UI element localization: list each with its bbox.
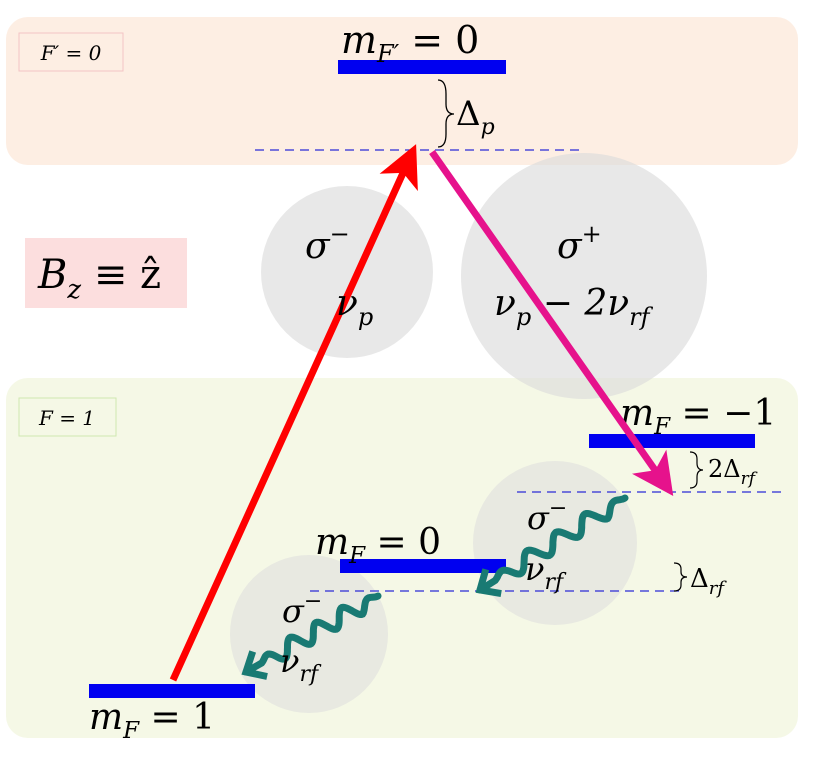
svg-text:νp: νp (336, 283, 373, 331)
probe-down-arrow (429, 149, 674, 497)
ground-m1-level (89, 684, 255, 698)
probe-up-circle (261, 186, 433, 358)
rf-double-detuning: 2Δrf (689, 451, 758, 489)
excited-manifold-label: F′ = 0 (18, 32, 124, 72)
svg-text:νrf: νrf (280, 642, 322, 687)
svg-text:Δp: Δp (456, 94, 495, 140)
probe-detuning: Δp (437, 79, 495, 148)
ground-m0-level (340, 559, 506, 573)
probe-up-label: σ− νp (305, 220, 373, 331)
svg-text:2Δrf: 2Δrf (708, 455, 758, 489)
ground-m-minus1-label: mF = −1 (620, 393, 776, 440)
field-label: Bz ≡ ẑ (25, 238, 187, 308)
probe-down-circle (461, 153, 707, 399)
ground-m1-label: mF = 1 (89, 697, 215, 744)
excited-m0-label: mF′ = 0 (341, 18, 479, 68)
rf-upper-arrow (475, 494, 629, 598)
excited-m0-level (338, 60, 506, 74)
svg-text:σ−: σ− (527, 496, 567, 537)
svg-text:Bz ≡ ẑ: Bz ≡ ẑ (37, 252, 161, 305)
rf-lower-label: σ− νrf (280, 589, 322, 687)
ground-manifold-label: F = 1 (18, 397, 117, 437)
svg-text:σ−: σ− (282, 589, 322, 630)
rf-upper-label: σ− νrf (525, 496, 567, 595)
probe-up-arrow (169, 144, 418, 682)
rf-lower-circle (230, 555, 388, 713)
svg-text:σ+: σ+ (557, 220, 602, 267)
svg-text:F′ = 0: F′ = 0 (40, 41, 102, 65)
excited-manifold-box (6, 17, 798, 165)
rf-single-detuning: Δrf (673, 562, 727, 599)
rf-lower-arrow (241, 592, 382, 680)
svg-text:νrf: νrf (525, 550, 567, 595)
ground-m-minus1-level (589, 434, 755, 448)
ground-m0-label: mF = 0 (315, 522, 441, 569)
svg-text:Δrf: Δrf (690, 564, 727, 599)
ground-manifold-box (6, 378, 798, 738)
svg-text:σ−: σ− (305, 220, 350, 267)
svg-text:F = 1: F = 1 (38, 406, 95, 430)
